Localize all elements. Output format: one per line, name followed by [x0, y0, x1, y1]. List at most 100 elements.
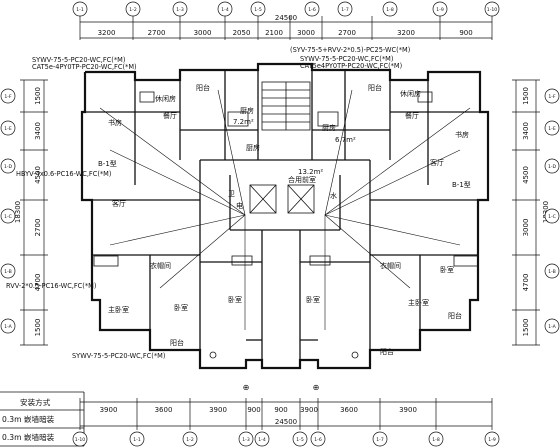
axis-bubble — [129, 431, 145, 447]
axis-bubble — [0, 158, 16, 174]
axis-label-top: 1-8 — [386, 7, 394, 13]
right-dimension: 3000 — [522, 219, 530, 237]
cable-label: CAT5e-4PY0TP-PC20-WC,FC(*M) — [32, 63, 137, 71]
room-label-shower-room-l: 休闲房 — [155, 94, 176, 103]
axis-bubble — [0, 263, 16, 279]
room-label-bedroom-cr: 卧室 — [306, 295, 320, 304]
room-label-shower-room-r: 休闲房 — [400, 89, 421, 98]
axis-bubble — [484, 431, 500, 447]
axis-label-left: 1-C — [4, 214, 12, 220]
axis-bubble — [182, 431, 198, 447]
left-dimension: 1500 — [34, 319, 42, 337]
bottom-dimension: 3900 — [209, 406, 227, 414]
room-label-living-r: 客厅 — [430, 158, 444, 167]
axis-bubble — [250, 1, 266, 17]
right-dimension: 1500 — [522, 87, 530, 105]
axis-bubble — [72, 431, 88, 447]
axis-bubble — [544, 120, 560, 136]
axis-label-bottom: 1-7 — [376, 437, 384, 443]
axis-bubble — [432, 1, 448, 17]
top-total-dimension: 24500 — [275, 14, 297, 22]
room-label-unit-left: B-1型 — [98, 159, 117, 168]
cable-label: SYWV-75-5-PC20-WC,FC(*M) — [32, 56, 125, 64]
room-label-bedroom-l: 卧室 — [174, 303, 188, 312]
top-dimension: 900 — [459, 29, 472, 37]
axis-bubble — [372, 431, 388, 447]
room-label-balcony-bl: 阳台 — [170, 338, 184, 347]
cable-label: (SYV-75-5+RVV-2*0.5)-PC25-WC(*M) — [290, 46, 410, 54]
room-label-master-bed-r: 主卧室 — [408, 298, 429, 307]
axis-label-bottom: 1-4 — [258, 437, 266, 443]
left-dimension: 2700 — [34, 219, 42, 237]
left-dimension: 3400 — [34, 122, 42, 140]
axis-bubble — [238, 431, 254, 447]
axis-label-left: 1-E — [4, 126, 12, 132]
axis-label-left: 1-F — [4, 94, 12, 100]
room-label-area-kitchen-l: 7.2m² — [233, 118, 254, 126]
room-label-hall-area: 13.2m² — [298, 168, 323, 176]
axis-label-top: 1-3 — [176, 7, 184, 13]
axis-label-right: 1-C — [548, 214, 556, 220]
room-label-storage-l: 衣帽间 — [150, 261, 171, 270]
axis-label-bottom: 1-3 — [242, 437, 250, 443]
entrance-marker: ⊕ — [243, 383, 250, 392]
axis-label-right: 1-A — [548, 324, 556, 330]
axis-label-bottom: 1-1 — [133, 437, 141, 443]
room-label-restaurant-r: 餐厅 — [405, 111, 419, 120]
axis-label-top: 1-10 — [487, 7, 498, 13]
room-label-bedroom-r: 卧室 — [440, 265, 454, 274]
axis-bubble — [544, 263, 560, 279]
cable-label: RVV-2*0.5-PC16-WC,FC(*M) — [6, 282, 96, 290]
axis-label-bottom: 1-10 — [75, 437, 86, 443]
left-total-dimension: 18300 — [14, 201, 22, 223]
legend-title: 安装方式 — [20, 397, 51, 407]
axis-bubble — [125, 1, 141, 17]
room-label-kitchen-r: 厨房 — [322, 123, 336, 132]
cable-label: SYWV-75-5-PC20-WC,FC(*M) — [72, 352, 165, 360]
room-label-kitchen-l: 厨房 — [240, 106, 254, 115]
plan-linework — [0, 21, 537, 447]
axis-bubble — [310, 431, 326, 447]
axis-label-right: 1-D — [548, 164, 557, 170]
axis-label-bottom: 1-6 — [314, 437, 322, 443]
axis-label-bottom: 1-9 — [488, 437, 496, 443]
axis-bubble — [217, 1, 233, 17]
axis-label-right: 1-B — [548, 269, 556, 275]
axis-bubble — [544, 88, 560, 104]
top-dimension: 3200 — [397, 29, 415, 37]
axis-bubble — [337, 1, 353, 17]
axis-bubble — [172, 1, 188, 17]
axis-label-top: 1-4 — [221, 7, 229, 13]
axis-bubble — [428, 431, 444, 447]
legend-row: 0.3m 嵌墙暗装 — [2, 414, 55, 424]
bottom-total-dimension: 24500 — [275, 418, 297, 426]
left-dimension: 1500 — [34, 87, 42, 105]
room-label-pipe-l: 电 — [236, 201, 243, 210]
room-label-kitchen-mid: 厨房 — [246, 143, 260, 152]
top-dimension: 2700 — [148, 29, 166, 37]
axis-bubble — [544, 158, 560, 174]
entrance-marker: ⊕ — [313, 383, 320, 392]
bottom-dimension: 3900 — [300, 406, 318, 414]
right-dimension: 3400 — [522, 122, 530, 140]
axis-label-bottom: 1-2 — [186, 437, 194, 443]
top-dimension: 3000 — [297, 29, 315, 37]
axis-label-top: 1-9 — [436, 7, 444, 13]
top-dimension: 2100 — [265, 29, 283, 37]
axis-bubble — [72, 1, 88, 17]
bottom-dimension: 3600 — [155, 406, 173, 414]
left-dimension: 4700 — [34, 274, 42, 292]
legend-row: 0.3m 嵌墙暗装 — [2, 432, 55, 442]
axis-label-top: 1-6 — [308, 7, 316, 13]
bottom-dimension: 3900 — [100, 406, 118, 414]
room-label-balcony-tr: 阳台 — [368, 83, 382, 92]
room-label-storage-r: 衣帽间 — [380, 261, 401, 270]
axis-label-top: 1-2 — [129, 7, 137, 13]
room-label-balcony-bc: 阳台 — [380, 347, 394, 356]
axis-label-top: 1-7 — [341, 7, 349, 13]
axis-label-bottom: 1-5 — [296, 437, 304, 443]
axis-label-left: 1-D — [4, 164, 13, 170]
bottom-dimension: 3900 — [399, 406, 417, 414]
room-label-study-l: 书房 — [108, 118, 122, 127]
